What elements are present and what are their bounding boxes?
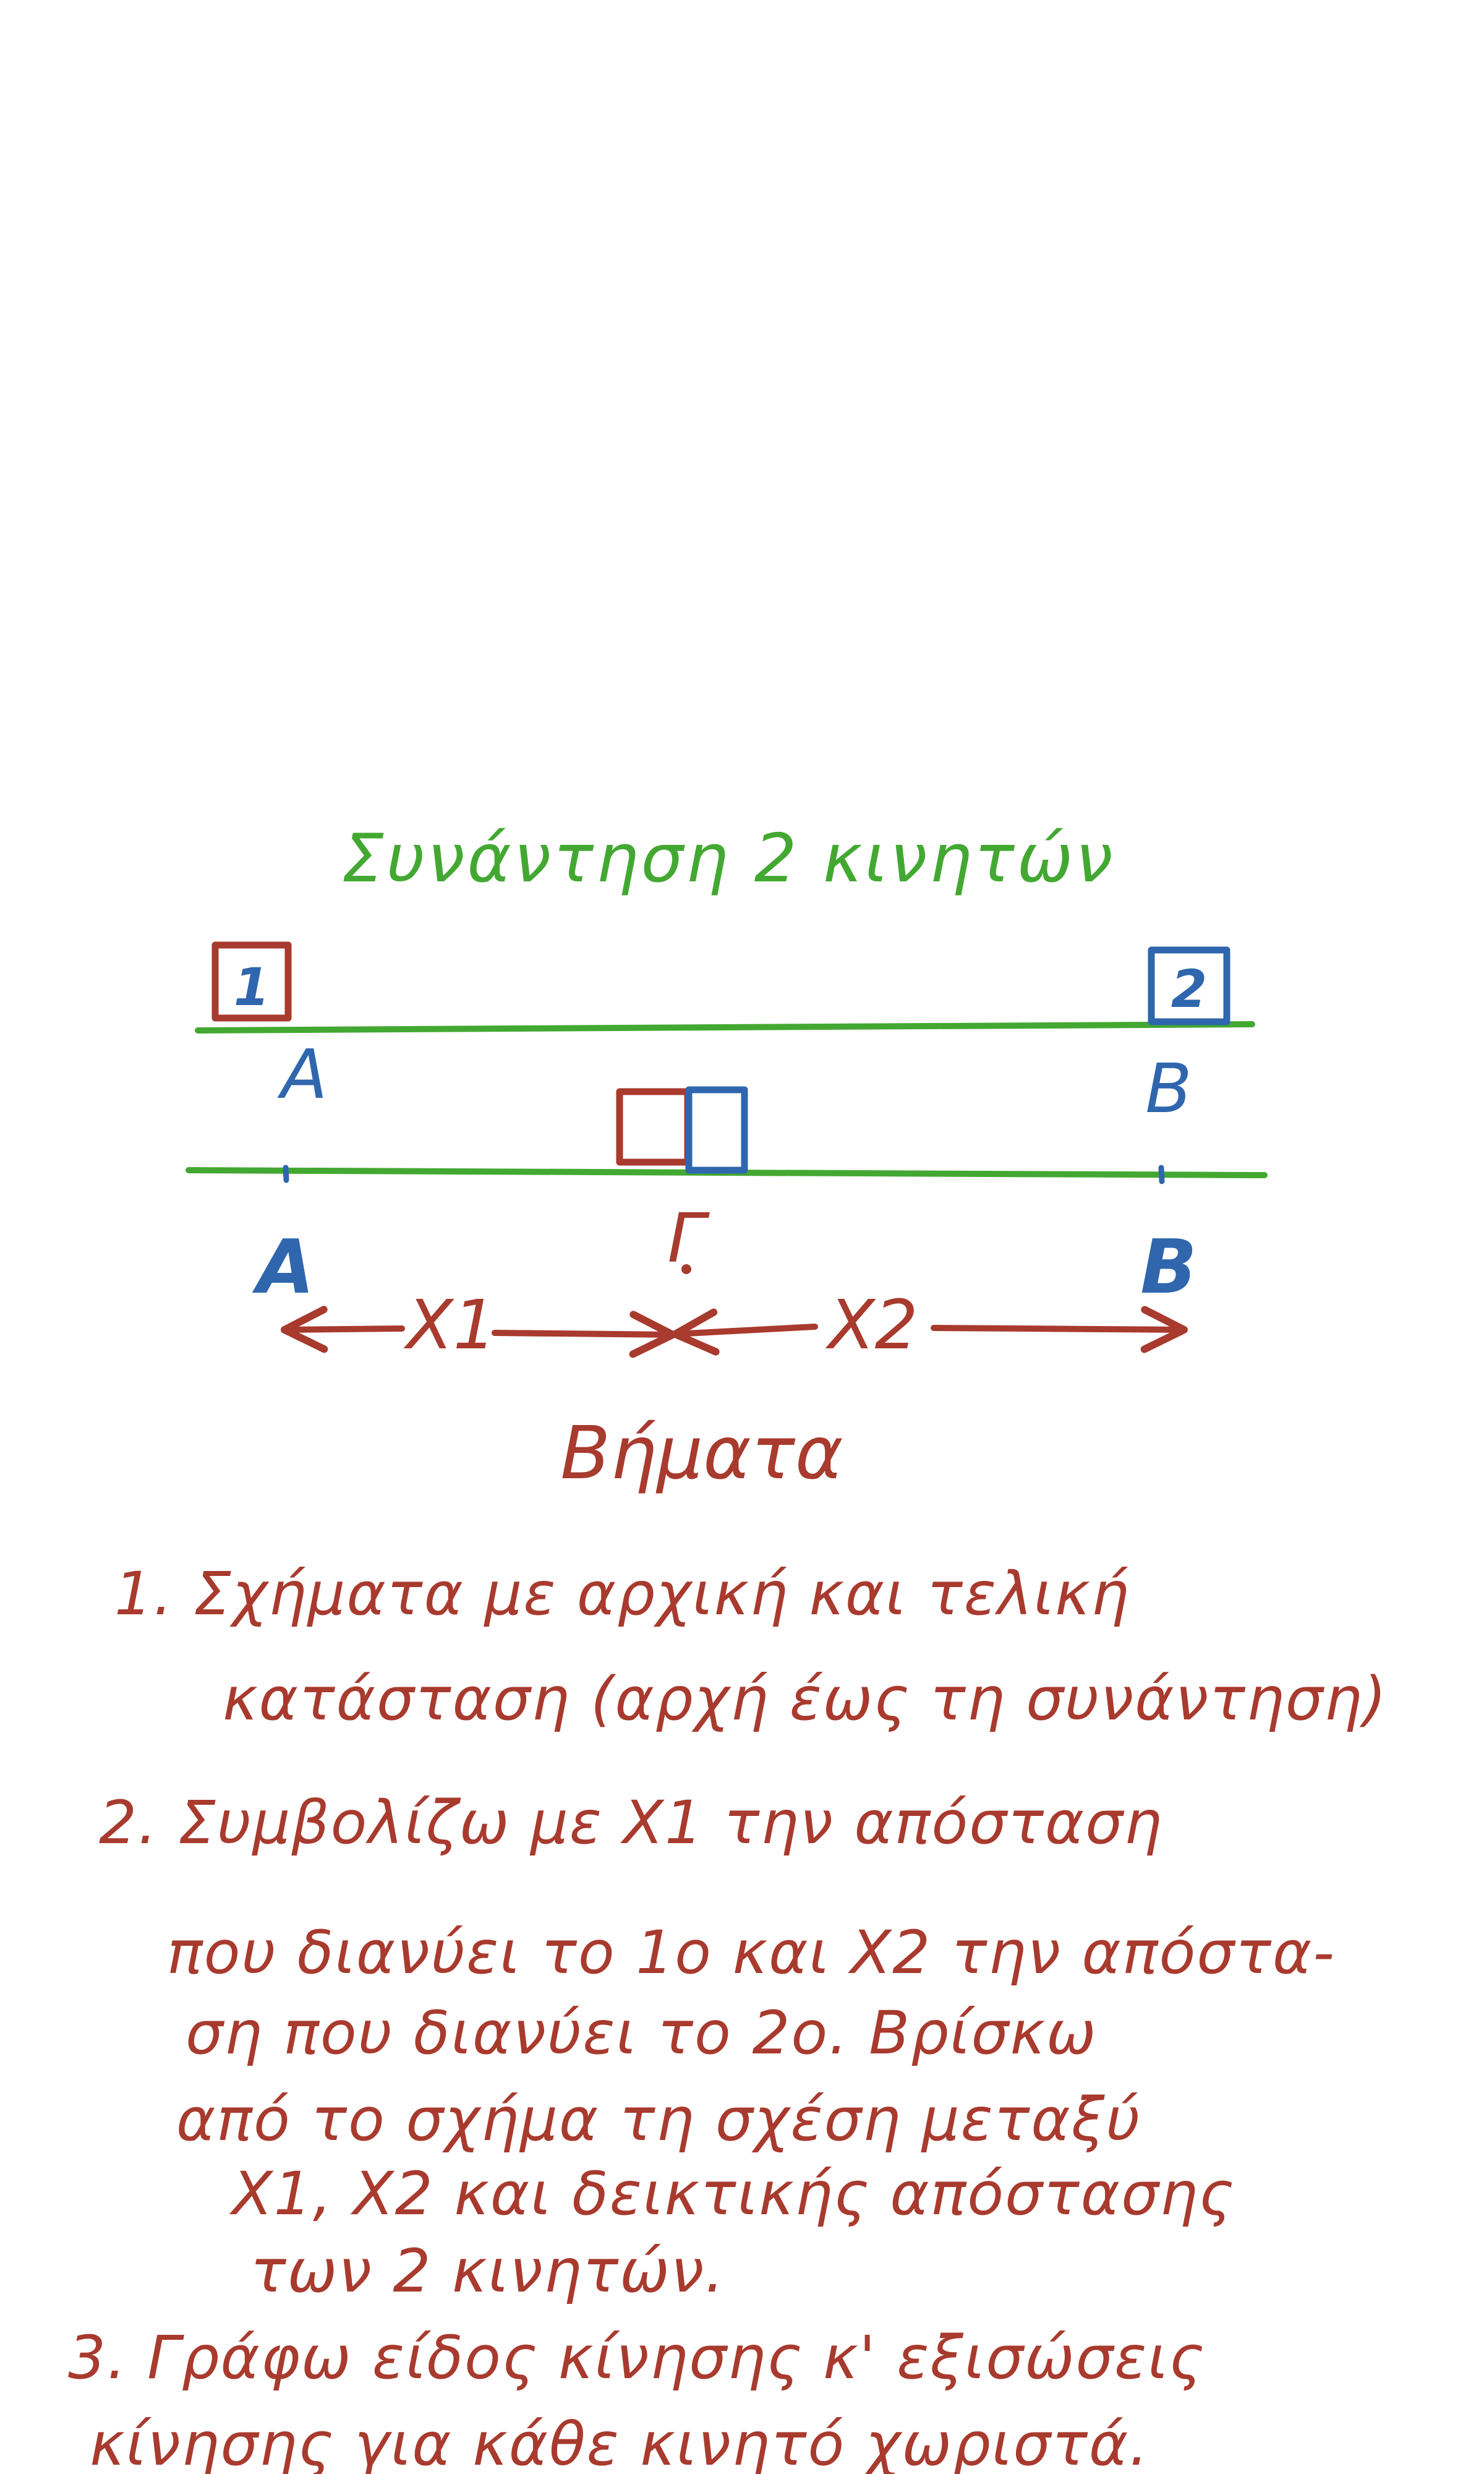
body-2-box [1148,946,1230,1025]
point-b-initial-label: B [1145,1049,1192,1128]
x2-label: X2 [825,1285,918,1364]
x1-arrow-right [492,1311,676,1358]
point-b-meeting-label: B [1140,1225,1196,1311]
step-1-line-1: 1. Σχήματα με αρχική και τελική [114,1559,1130,1629]
track-line-initial [195,1021,1255,1034]
step-2-line-1: 2. Συμβολίζω με X1 την απόσταση [99,1788,1163,1857]
steps-heading: Βήματα [560,1410,843,1496]
x1-label: X1 [403,1285,496,1364]
step-1-line-2: κατάσταση (αρχή έως τη συνάντηση) [223,1664,1388,1734]
step-3-line-1: 3. Γράφω είδος κίνησης κ' εξισώσεις [68,2323,1205,2392]
step-2-line-4: από το σχήμα τη σχέση μεταξύ [176,2085,1141,2154]
diagram-title: Συνάντηση 2 κινητών [341,820,1115,897]
point-a-initial-label: A [277,1035,327,1114]
tick-b [1158,1165,1165,1184]
body-2-label: 2 [1171,959,1207,1019]
point-g-dot [681,1264,691,1274]
step-3-line-2: κίνησης για κάθε κινητό χωριστά. [90,2410,1149,2474]
body-2-box-meeting [685,1086,748,1174]
x2-arrow-right [931,1306,1188,1353]
step-2-line-5: X1, X2 και δεικτικής απόστασης [229,2159,1235,2228]
step-2-line-3: ση που διανύει το 2ο. Βρίσκω [186,1998,1097,2068]
body-1-box-meeting [616,1088,691,1166]
step-2-line-2: που διανύει το 1ο και X2 την απόστα- [167,1918,1336,1987]
x2-arrow-left [672,1308,818,1356]
body-1-box [211,941,292,1022]
point-g-meeting-label: Γ [667,1199,710,1278]
step-2-line-6: των 2 κινητών. [250,2236,725,2306]
body-1-label: 1 [234,957,270,1017]
point-a-meeting-label: A [252,1225,315,1311]
x1-arrow-left [281,1306,405,1353]
